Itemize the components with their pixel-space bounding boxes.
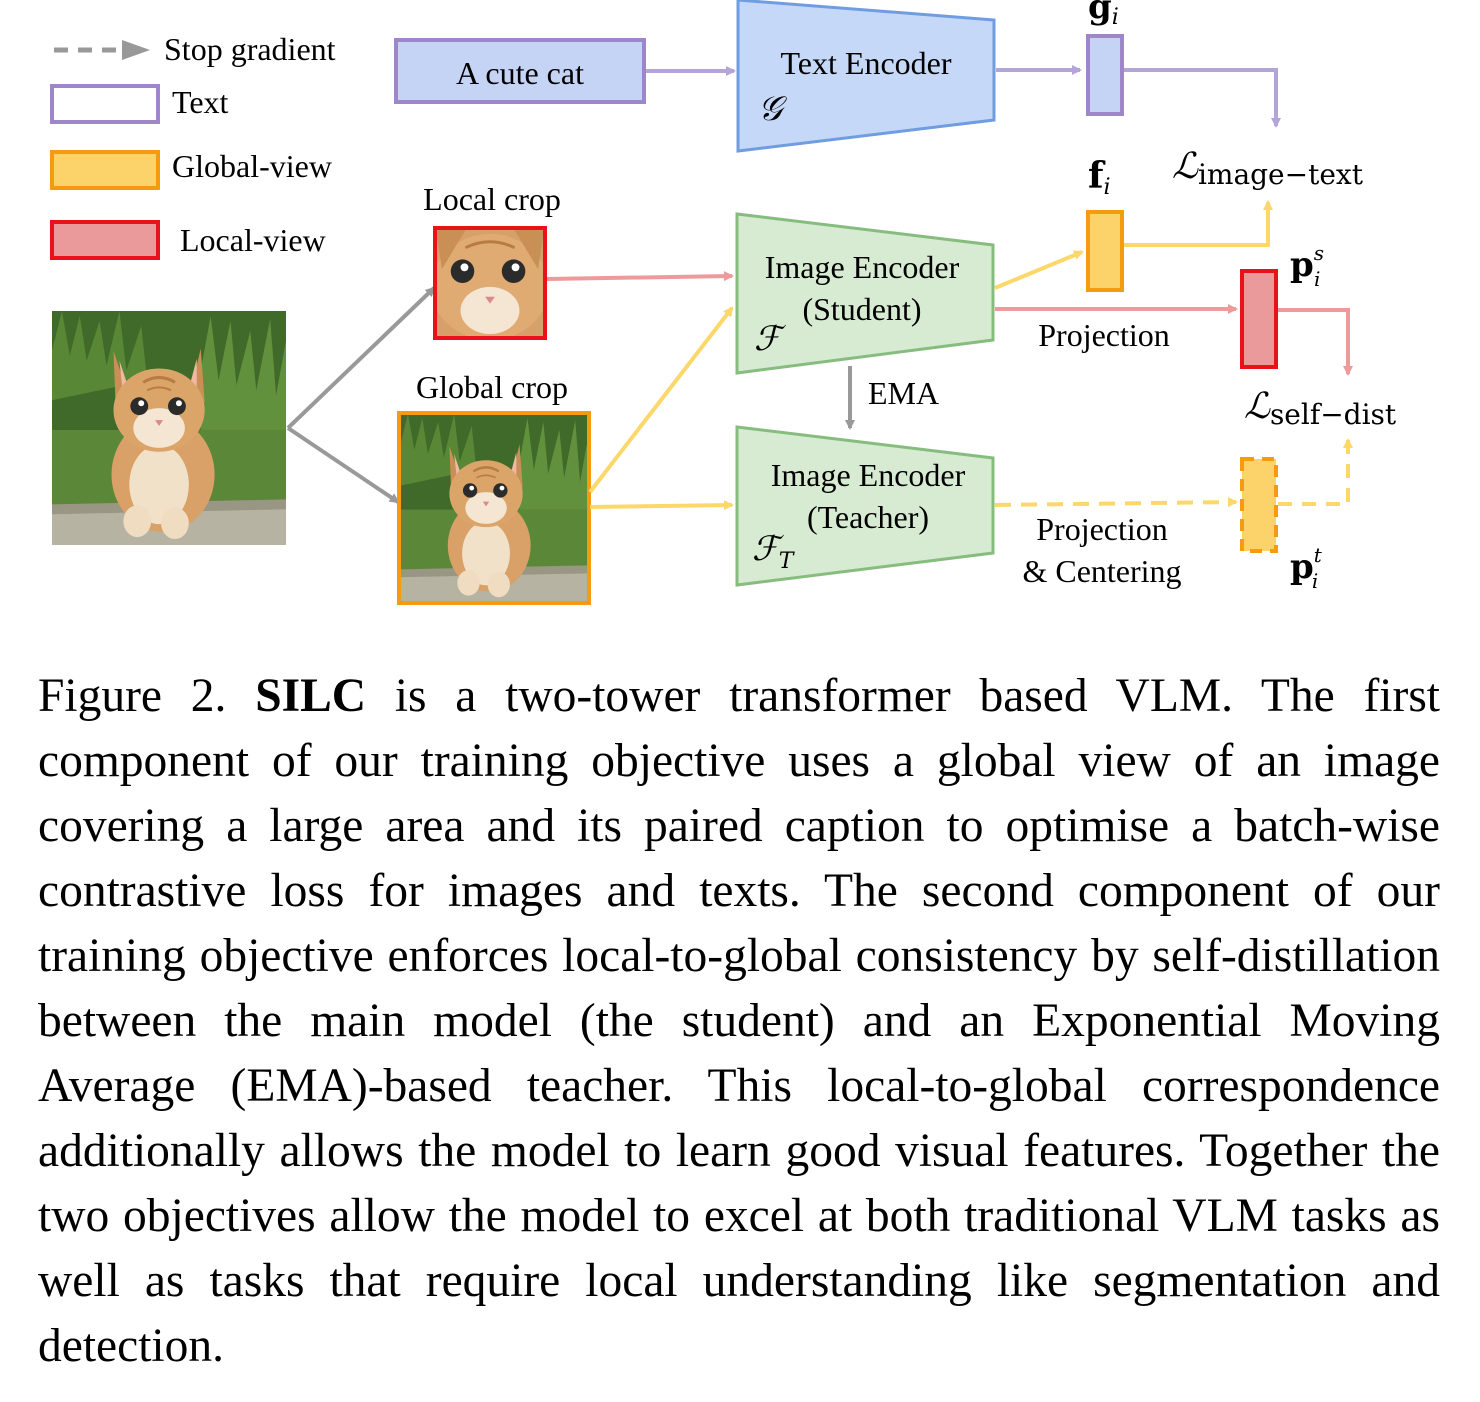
arrow-pt-to-loss xyxy=(1278,438,1353,506)
legend-global-view-swatch xyxy=(50,150,160,190)
teacher-encoder-label-line1: Image Encoder xyxy=(771,457,966,493)
student-encoder-label-line1: Image Encoder xyxy=(765,249,960,285)
arrow-gi-to-loss xyxy=(1124,68,1281,128)
silc-diagram: Stop gradient Text Global-view Local-vie… xyxy=(50,0,1397,605)
teacher-encoder-label-line2: (Teacher) xyxy=(807,499,929,535)
legend-local-view-label: Local-view xyxy=(180,222,326,258)
gi-embedding-box xyxy=(1086,34,1124,116)
fi-label: fi xyxy=(1088,155,1111,200)
arrow-global-to-teacher xyxy=(589,500,734,511)
legend-text-label: Text xyxy=(172,84,229,120)
text-encoder-symbol: 𝒢 xyxy=(758,89,787,129)
teacher-encoder-block xyxy=(735,425,995,587)
arrow-student-to-fi xyxy=(994,250,1084,290)
text-encoder-block xyxy=(736,0,996,153)
arrow-ps-to-loss xyxy=(1278,308,1353,376)
legend: Stop gradient Text Global-view Local-vie… xyxy=(50,31,336,260)
caption-text: is a two-tower transformer based VLM. Th… xyxy=(38,670,1441,1372)
text-input-label: A cute cat xyxy=(456,55,584,91)
arrow-teacher-to-pt xyxy=(994,497,1238,508)
legend-local-view-swatch xyxy=(50,220,160,260)
input-image xyxy=(52,311,286,545)
legend-stop-gradient-icon xyxy=(54,40,150,60)
legend-text-swatch xyxy=(50,84,160,124)
arrow-image-to-global-crop xyxy=(286,426,400,504)
global-crop-label: Global crop xyxy=(416,369,568,405)
arrow-fi-to-loss xyxy=(1124,200,1273,247)
global-crop-image xyxy=(397,411,591,605)
figure-caption: Figure 2. SILC is a two-tower transforme… xyxy=(38,664,1440,1379)
legend-stop-gradient-label: Stop gradient xyxy=(164,31,336,67)
local-crop-image xyxy=(433,226,547,340)
arrow-image-to-local-crop xyxy=(286,286,436,430)
loss-image-text-label: ℒimage−text xyxy=(1172,146,1364,191)
ema-label: EMA xyxy=(868,375,939,411)
gi-label: gi xyxy=(1088,0,1119,30)
arrow-global-to-student xyxy=(588,306,734,494)
loss-self-dist-label: ℒself−dist xyxy=(1244,386,1397,431)
caption-label: Figure 2. xyxy=(38,670,256,722)
pt-embedding-box xyxy=(1240,457,1278,553)
fi-embedding-box xyxy=(1086,210,1124,292)
ps-embedding-box xyxy=(1240,269,1278,369)
legend-global-view-label: Global-view xyxy=(172,148,332,184)
arrow-local-to-student xyxy=(546,271,734,282)
projection-centering-label-line1: Projection xyxy=(1036,511,1168,547)
local-crop-label: Local crop xyxy=(423,181,561,217)
projection-centering-label-line2: & Centering xyxy=(1022,553,1181,589)
student-encoder-block xyxy=(735,212,995,375)
text-encoder-label: Text Encoder xyxy=(780,45,951,81)
text-input-box xyxy=(394,38,646,104)
caption-model-name: SILC xyxy=(255,670,367,722)
projection-label: Projection xyxy=(1038,317,1170,353)
student-encoder-label-line2: (Student) xyxy=(802,291,921,327)
